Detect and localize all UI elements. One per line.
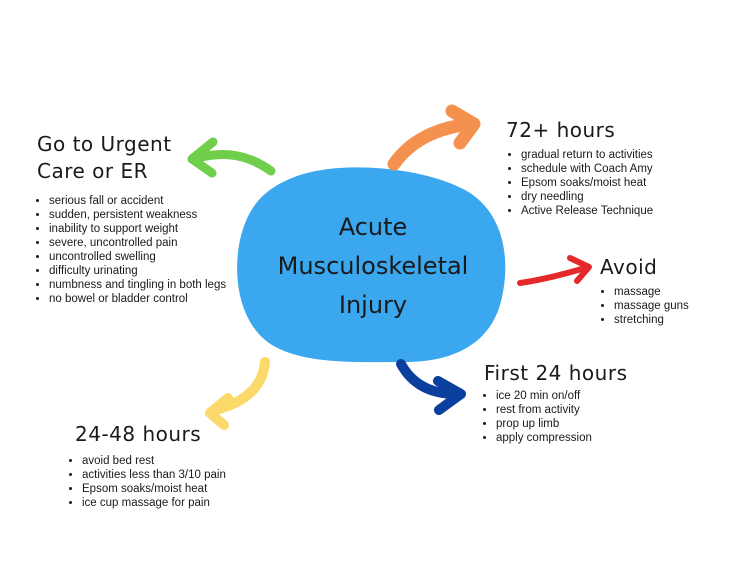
list-item: prop up limb <box>496 417 592 431</box>
list-item: sudden, persistent weakness <box>49 208 226 222</box>
list-item: stretching <box>614 313 689 327</box>
list-item: dry needling <box>521 190 653 204</box>
heading-line: Avoid <box>600 255 658 279</box>
list-item: serious fall or accident <box>49 194 226 208</box>
center-title-line: Musculoskeletal <box>277 252 469 280</box>
list-item: rest from activity <box>496 403 592 417</box>
arrow-72h-shaft <box>387 117 477 171</box>
urgent-care-heading: Go to Urgent Care or ER <box>37 131 172 185</box>
list-item: ice 20 min on/off <box>496 389 592 403</box>
arrow-72h-head <box>445 104 481 150</box>
list-item: severe, uncontrolled pain <box>49 236 226 250</box>
arrow-24to48-head <box>205 393 233 430</box>
list-item: Epsom soaks/moist heat <box>521 176 653 190</box>
avoid-list: massage massage guns stretching <box>596 285 689 327</box>
list-item: uncontrolled swelling <box>49 250 226 264</box>
72-hours-list: gradual return to activities schedule wi… <box>503 148 653 218</box>
72-hours-heading: 72+ hours <box>506 117 615 144</box>
first-24-hours-heading: First 24 hours <box>484 360 627 387</box>
list-item: gradual return to activities <box>521 148 653 162</box>
list-item: avoid bed rest <box>82 454 226 468</box>
list-item: numbness and tingling in both legs <box>49 278 226 292</box>
arrow-first24-head <box>433 376 466 415</box>
heading-line: Care or ER <box>37 159 149 183</box>
arrow-urgent-head <box>187 137 218 178</box>
24-48-hours-list: avoid bed rest activities less than 3/10… <box>64 454 226 510</box>
list-item: schedule with Coach Amy <box>521 162 653 176</box>
24-48-hours-heading: 24-48 hours <box>75 421 201 448</box>
list-item: ice cup massage for pain <box>82 496 226 510</box>
heading-line: 72+ hours <box>506 118 616 142</box>
list-item: difficulty urinating <box>49 264 226 278</box>
list-item: Active Release Technique <box>521 204 653 218</box>
list-item: massage guns <box>614 299 689 313</box>
list-item: massage <box>614 285 689 299</box>
arrow-urgent-shaft <box>193 150 276 176</box>
list-item: inability to support weight <box>49 222 226 236</box>
urgent-care-list: serious fall or accident sudden, persist… <box>31 194 226 306</box>
center-title-line: Injury <box>338 291 408 319</box>
heading-line: First 24 hours <box>484 361 628 385</box>
list-item: apply compression <box>496 431 592 445</box>
arrow-avoid-shaft <box>517 265 588 286</box>
list-item: activities less than 3/10 pain <box>82 468 226 482</box>
heading-line: Go to Urgent <box>37 132 172 156</box>
center-title-line: Acute <box>338 213 408 241</box>
center-title: Acute Musculoskeletal Injury <box>248 208 498 325</box>
heading-line: 24-48 hours <box>75 422 202 446</box>
list-item: Epsom soaks/moist heat <box>82 482 226 496</box>
arrow-avoid-head <box>567 255 592 284</box>
avoid-heading: Avoid <box>600 254 657 281</box>
center-blob <box>237 167 506 363</box>
first-24-hours-list: ice 20 min on/off rest from activity pro… <box>478 389 592 445</box>
list-item: no bowel or bladder control <box>49 292 226 306</box>
